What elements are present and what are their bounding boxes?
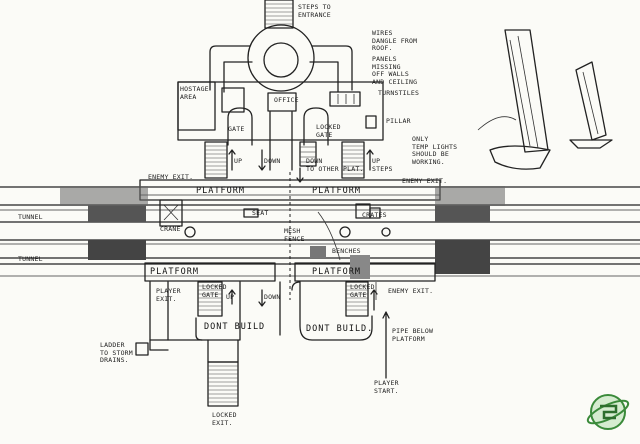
label-steps-to-entrance: STEPS TO ENTRANCE bbox=[298, 3, 331, 19]
pillars bbox=[184, 226, 391, 238]
label-locked-gate-left: LOCKED GATE bbox=[202, 283, 227, 299]
arrows-lower bbox=[228, 289, 378, 311]
label-locked-gate-right: LOCKED GATE bbox=[350, 283, 375, 299]
label-down-left: DOWN bbox=[264, 157, 281, 165]
label-dont-build-2: DONT BUILD. bbox=[306, 324, 374, 334]
label-seat: SEAT bbox=[252, 209, 269, 217]
label-crates: CRATES bbox=[362, 211, 387, 219]
label-platform-top-2: PLATFORM bbox=[312, 186, 361, 196]
label-locked-exit: LOCKED EXIT. bbox=[212, 411, 237, 427]
label-down-bottom: DOWN bbox=[264, 293, 281, 301]
label-pipe-below: PIPE BELOW PLATFORM bbox=[392, 327, 434, 343]
label-platform-top-1: PLATFORM bbox=[196, 186, 245, 196]
label-tunnel-bottom: TUNNEL bbox=[18, 255, 43, 263]
label-benches: BENCHES bbox=[332, 247, 361, 255]
label-only-temp-lights: ONLY TEMP LIGHTS SHOULD BE WORKING. bbox=[412, 135, 458, 166]
lower-stairs-left bbox=[197, 281, 223, 317]
player-start-arrow bbox=[382, 311, 390, 379]
label-gate: GATE bbox=[228, 125, 245, 133]
label-hostage-area: HOSTAGE AREA bbox=[180, 85, 209, 101]
tunnel-blocks bbox=[60, 186, 505, 274]
label-crane: CRANE bbox=[160, 225, 181, 233]
label-pillar: PILLAR bbox=[386, 117, 411, 125]
label-up-steps: UP STEPS bbox=[372, 157, 393, 173]
label-player-start: PLAYER START. bbox=[374, 379, 399, 395]
label-enemy-exit-right: ENEMY EXIT. bbox=[402, 177, 448, 185]
label-enemy-exit-left: ENEMY EXIT. bbox=[148, 173, 194, 181]
stairs-left bbox=[204, 141, 228, 179]
logo bbox=[586, 394, 630, 430]
label-turnstiles: TURNSTILES bbox=[378, 89, 420, 97]
label-dont-build-1: DONT BUILD bbox=[204, 322, 266, 332]
label-down-other-plat: DOWN TO OTHER PLAT. bbox=[306, 157, 364, 173]
label-mesh-fence: MESH FENCE bbox=[284, 227, 305, 243]
lower-passages bbox=[135, 281, 373, 356]
crane-sketch bbox=[477, 29, 613, 170]
label-ladder: LADDER TO STORM DRAINS. bbox=[100, 341, 133, 364]
label-enemy-exit-bottom: ENEMY EXIT. bbox=[388, 287, 434, 295]
lower-stairs-right bbox=[345, 281, 369, 317]
label-wires: WIRES DANGLE FROM ROOF. bbox=[372, 29, 418, 52]
label-office: OFFICE bbox=[274, 96, 299, 104]
label-tunnel-top: TUNNEL bbox=[18, 213, 43, 221]
label-up-bottom: UP bbox=[226, 293, 235, 301]
lower-platform bbox=[144, 246, 436, 282]
stairs-center bbox=[299, 141, 317, 167]
label-platform-bottom-2: PLATFORM bbox=[312, 267, 361, 277]
label-locked-gate-top: LOCKED GATE bbox=[316, 123, 341, 139]
locked-exit-stairs bbox=[207, 339, 239, 407]
concourse bbox=[177, 81, 384, 171]
label-platform-bottom-1: PLATFORM bbox=[150, 267, 199, 277]
entrance-stairs bbox=[264, 0, 294, 29]
label-up-left: UP bbox=[234, 157, 243, 165]
label-panels: PANELS MISSING OFF WALLS AND CEILING bbox=[372, 55, 418, 86]
stairs-right bbox=[341, 141, 365, 179]
label-player-exit: PLAYER EXIT. bbox=[156, 287, 181, 303]
